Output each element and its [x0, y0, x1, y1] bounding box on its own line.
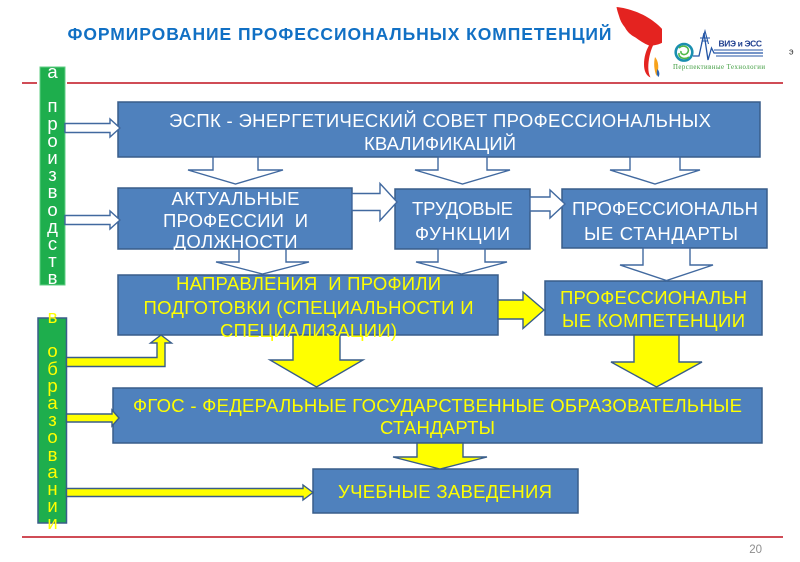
vertical-label-letter: с: [47, 232, 58, 254]
vertical-label-letter: а: [47, 391, 58, 413]
professional-competencies-label-line: ЫЕ КОМПЕТЕНЦИИ: [562, 310, 745, 331]
training-directions-label-line: НАПРАВЛЕНИЯ И ПРОФИЛИ: [176, 273, 441, 294]
vertical-label-letter: р: [47, 112, 58, 134]
professional-competencies-label: ПРОФЕССИОНАЛЬН ЫЕ КОМПЕТЕНЦИИ: [560, 287, 747, 331]
educational-institutions-label-line: УЧЕБНЫЕ ЗАВЕДЕНИЯ: [338, 481, 552, 502]
arrow-labor-functions-to-professional-standards: [529, 188, 567, 220]
professional-standards-label-line: ПРОФЕССИОНАЛЬН: [572, 198, 758, 219]
vertical-label-letter: а: [47, 61, 58, 82]
labor-functions-label-line: ТРУДОВЫЕ: [412, 198, 513, 219]
arrow-training-directions-to-fgos: [267, 334, 366, 388]
vertical-label-letter: и: [47, 495, 58, 517]
professional-standards-label-line: ЫЕ СТАНДАРТЫ: [584, 223, 738, 244]
espk-label-line: ЭСПК - ЭНЕРГЕТИЧЕСКИЙ СОВЕТ ПРОФЕССИОНАЛ…: [169, 110, 711, 131]
phoenix-wing-icon: [616, 7, 664, 78]
vertical-label-letter: в: [47, 181, 58, 203]
arrow-professional-standards-to-professional-competencies: [619, 247, 714, 282]
espk-label-line: КВАЛИФИКАЦИЙ: [364, 133, 516, 154]
arrow-education-to-fgos: [65, 408, 120, 428]
box-training-directions: [117, 274, 499, 336]
arrow-labor-functions-to-training-directions: [415, 248, 508, 275]
vertical-label-letter: з: [48, 409, 57, 431]
professional-competencies-label-line: ПРОФЕССИОНАЛЬН: [560, 287, 747, 308]
vertical-label-letter: з: [48, 164, 57, 186]
vertical-label-letter: и: [47, 512, 58, 534]
arrow-fgos-to-educational-institutions: [392, 442, 488, 470]
vertical-label-letter: в: [47, 443, 58, 465]
vertical-label-letter: д: [47, 215, 58, 237]
arrow-professional-competencies-to-fgos: [610, 334, 703, 388]
box-current-professions: [117, 187, 353, 250]
labor-functions-label: ТРУДОВЫЕ ФУНКЦИИ: [412, 198, 513, 244]
flame-tail-blue-icon: [656, 69, 660, 77]
arrow-current-professions-to-labor-functions: [351, 181, 398, 223]
espk-label: ЭСПК - ЭНЕРГЕТИЧЕСКИЙ СОВЕТ ПРОФЕССИОНАЛ…: [169, 110, 711, 154]
arrow-production-to-espk: [64, 117, 122, 139]
current-professions-label-line: ДОЛЖНОСТИ: [174, 231, 298, 252]
swirl-emblem-icon: [674, 42, 694, 62]
vertical-label-letter: в: [47, 267, 58, 289]
arrow-espk-to-professional-standards: [609, 156, 701, 185]
yellow-arrows: [65, 290, 703, 502]
arrow-education-to-training-directions: [65, 334, 174, 368]
vertical-label-letter: р: [47, 374, 58, 396]
vertical-label-letter: н: [47, 477, 58, 499]
white-arrows: [64, 117, 714, 282]
swirl-inner-icon: [678, 45, 690, 60]
training-directions-label-line: ПОДГОТОВКИ (СПЕЦИАЛЬНОСТИ И: [144, 297, 474, 318]
vertical-label-letter: о: [47, 198, 58, 220]
vertical-label-letter: а: [47, 460, 58, 482]
logo-name: ВИЭ и ЭСС: [719, 39, 763, 49]
box-labor-functions: [394, 188, 531, 250]
current-professions-label-line: АКТУАЛЬНЫЕ: [172, 188, 300, 209]
arrow-espk-to-current-professions: [187, 156, 284, 185]
professional-standards-label: ПРОФЕССИОНАЛЬН ЫЕ СТАНДАРТЫ: [572, 198, 758, 244]
vertical-label-letter: т: [48, 250, 57, 272]
arrow-education-to-educational-institutions: [65, 483, 315, 502]
page-number: 20: [749, 544, 762, 556]
logo-underlines: [714, 49, 763, 57]
arrow-current-professions-to-training-directions: [215, 248, 310, 275]
logo: ВИЭ и ЭСС Перспективные Технологии: [616, 7, 774, 78]
labor-functions-label-line: ФУНКЦИИ: [415, 223, 510, 244]
edge-text-fragment: э: [789, 47, 794, 57]
vertical-label-letter: б: [47, 357, 58, 379]
vertical-label-letter: о: [47, 129, 58, 151]
vertical-label-letter: о: [47, 426, 58, 448]
box-professional-competencies: [544, 280, 763, 336]
training-directions-label: НАПРАВЛЕНИЯ И ПРОФИЛИ ПОДГОТОВКИ (СПЕЦИА…: [144, 273, 474, 341]
power-pulse-icon: [693, 32, 763, 61]
vertical-label-letter: о: [47, 340, 58, 362]
arrow-training-directions-to-professional-competencies: [497, 290, 546, 331]
vertical-label-letter: в: [47, 306, 58, 327]
vertical-label-letter: и: [47, 146, 58, 168]
training-directions-label-line: СПЕЦИАЛИЗАЦИИ): [220, 320, 397, 341]
production-sphere-bar: [39, 66, 66, 286]
educational-institutions-label: УЧЕБНЫЕ ЗАВЕДЕНИЯ: [338, 481, 552, 502]
current-professions-label-line: ПРОФЕССИИ И: [163, 210, 308, 231]
current-professions-label: АКТУАЛЬНЫЕ ПРОФЕССИИ И ДОЛЖНОСТИ: [163, 188, 308, 252]
box-fgos: [112, 387, 763, 444]
arrow-production-to-current-professions: [64, 209, 122, 231]
box-professional-standards: [561, 188, 768, 249]
fgos-label-line: СТАНДАРТЫ: [380, 417, 495, 438]
arrow-espk-to-labor-functions: [414, 156, 511, 185]
fgos-label-line: ФГОС - ФЕДЕРАЛЬНЫЕ ГОСУДАРСТВЕННЫЕ ОБРАЗ…: [133, 395, 742, 416]
vertical-label-letter: п: [47, 95, 58, 117]
fgos-label: ФГОС - ФЕДЕРАЛЬНЫЕ ГОСУДАРСТВЕННЫЕ ОБРАЗ…: [133, 395, 742, 438]
slide-title: ФОРМИРОВАНИЕ ПРОФЕССИОНАЛЬНЫХ КОМПЕТЕНЦИ…: [68, 23, 612, 44]
logo-tagline: Перспективные Технологии: [673, 64, 765, 71]
box-educational-institutions: [312, 468, 579, 514]
